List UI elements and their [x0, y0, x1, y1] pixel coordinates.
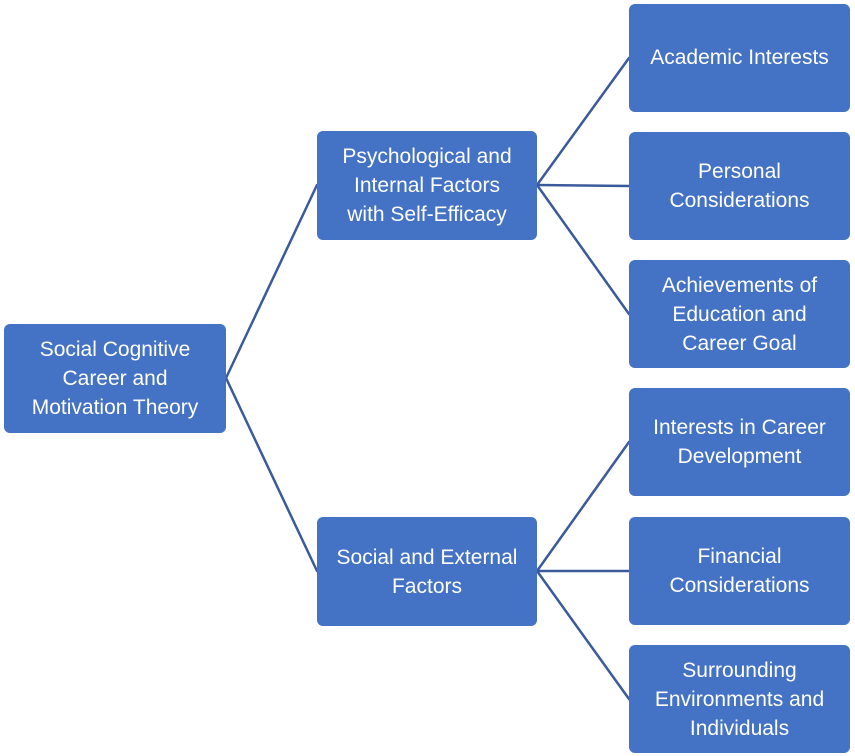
- node-social-external-factors: Social and External Factors: [317, 517, 537, 626]
- node-label: Social and External Factors: [336, 545, 518, 598]
- connector-psych-personal: [535, 183, 631, 188]
- node-interests-career-development: Interests in Career Development: [629, 388, 850, 496]
- connector-root-social: [224, 376, 319, 573]
- node-root-theory: Social Cognitive Career and Motivation T…: [4, 324, 226, 433]
- connector-social-career: [535, 440, 631, 573]
- node-label: Interests in Career Development: [653, 416, 826, 468]
- connector-psych-academic: [535, 56, 631, 187]
- connector-root-psych: [224, 183, 319, 380]
- node-financial-considerations: Financial Considerations: [629, 517, 850, 625]
- node-surrounding-environments-individuals: Surrounding Environments and Individuals: [629, 645, 850, 753]
- node-psychological-internal-factors: Psychological and Internal Factors with …: [317, 131, 537, 240]
- node-label: Personal Considerations: [669, 160, 810, 212]
- node-label: Surrounding Environments and Individuals: [654, 658, 825, 740]
- node-label: Financial Considerations: [669, 545, 810, 597]
- node-achievements-education-career-goal: Achievements of Education and Career Goa…: [629, 260, 850, 368]
- node-label: Social Cognitive Career and Motivation T…: [31, 338, 199, 419]
- connector-social-surrounding: [535, 569, 631, 701]
- node-label: Psychological and Internal Factors with …: [342, 145, 512, 226]
- node-academic-interests: Academic Interests: [629, 4, 850, 112]
- node-label: Academic Interests: [650, 46, 829, 69]
- node-label: Achievements of Education and Career Goa…: [661, 273, 818, 355]
- node-personal-considerations: Personal Considerations: [629, 132, 850, 240]
- connector-psych-achievements: [535, 183, 631, 316]
